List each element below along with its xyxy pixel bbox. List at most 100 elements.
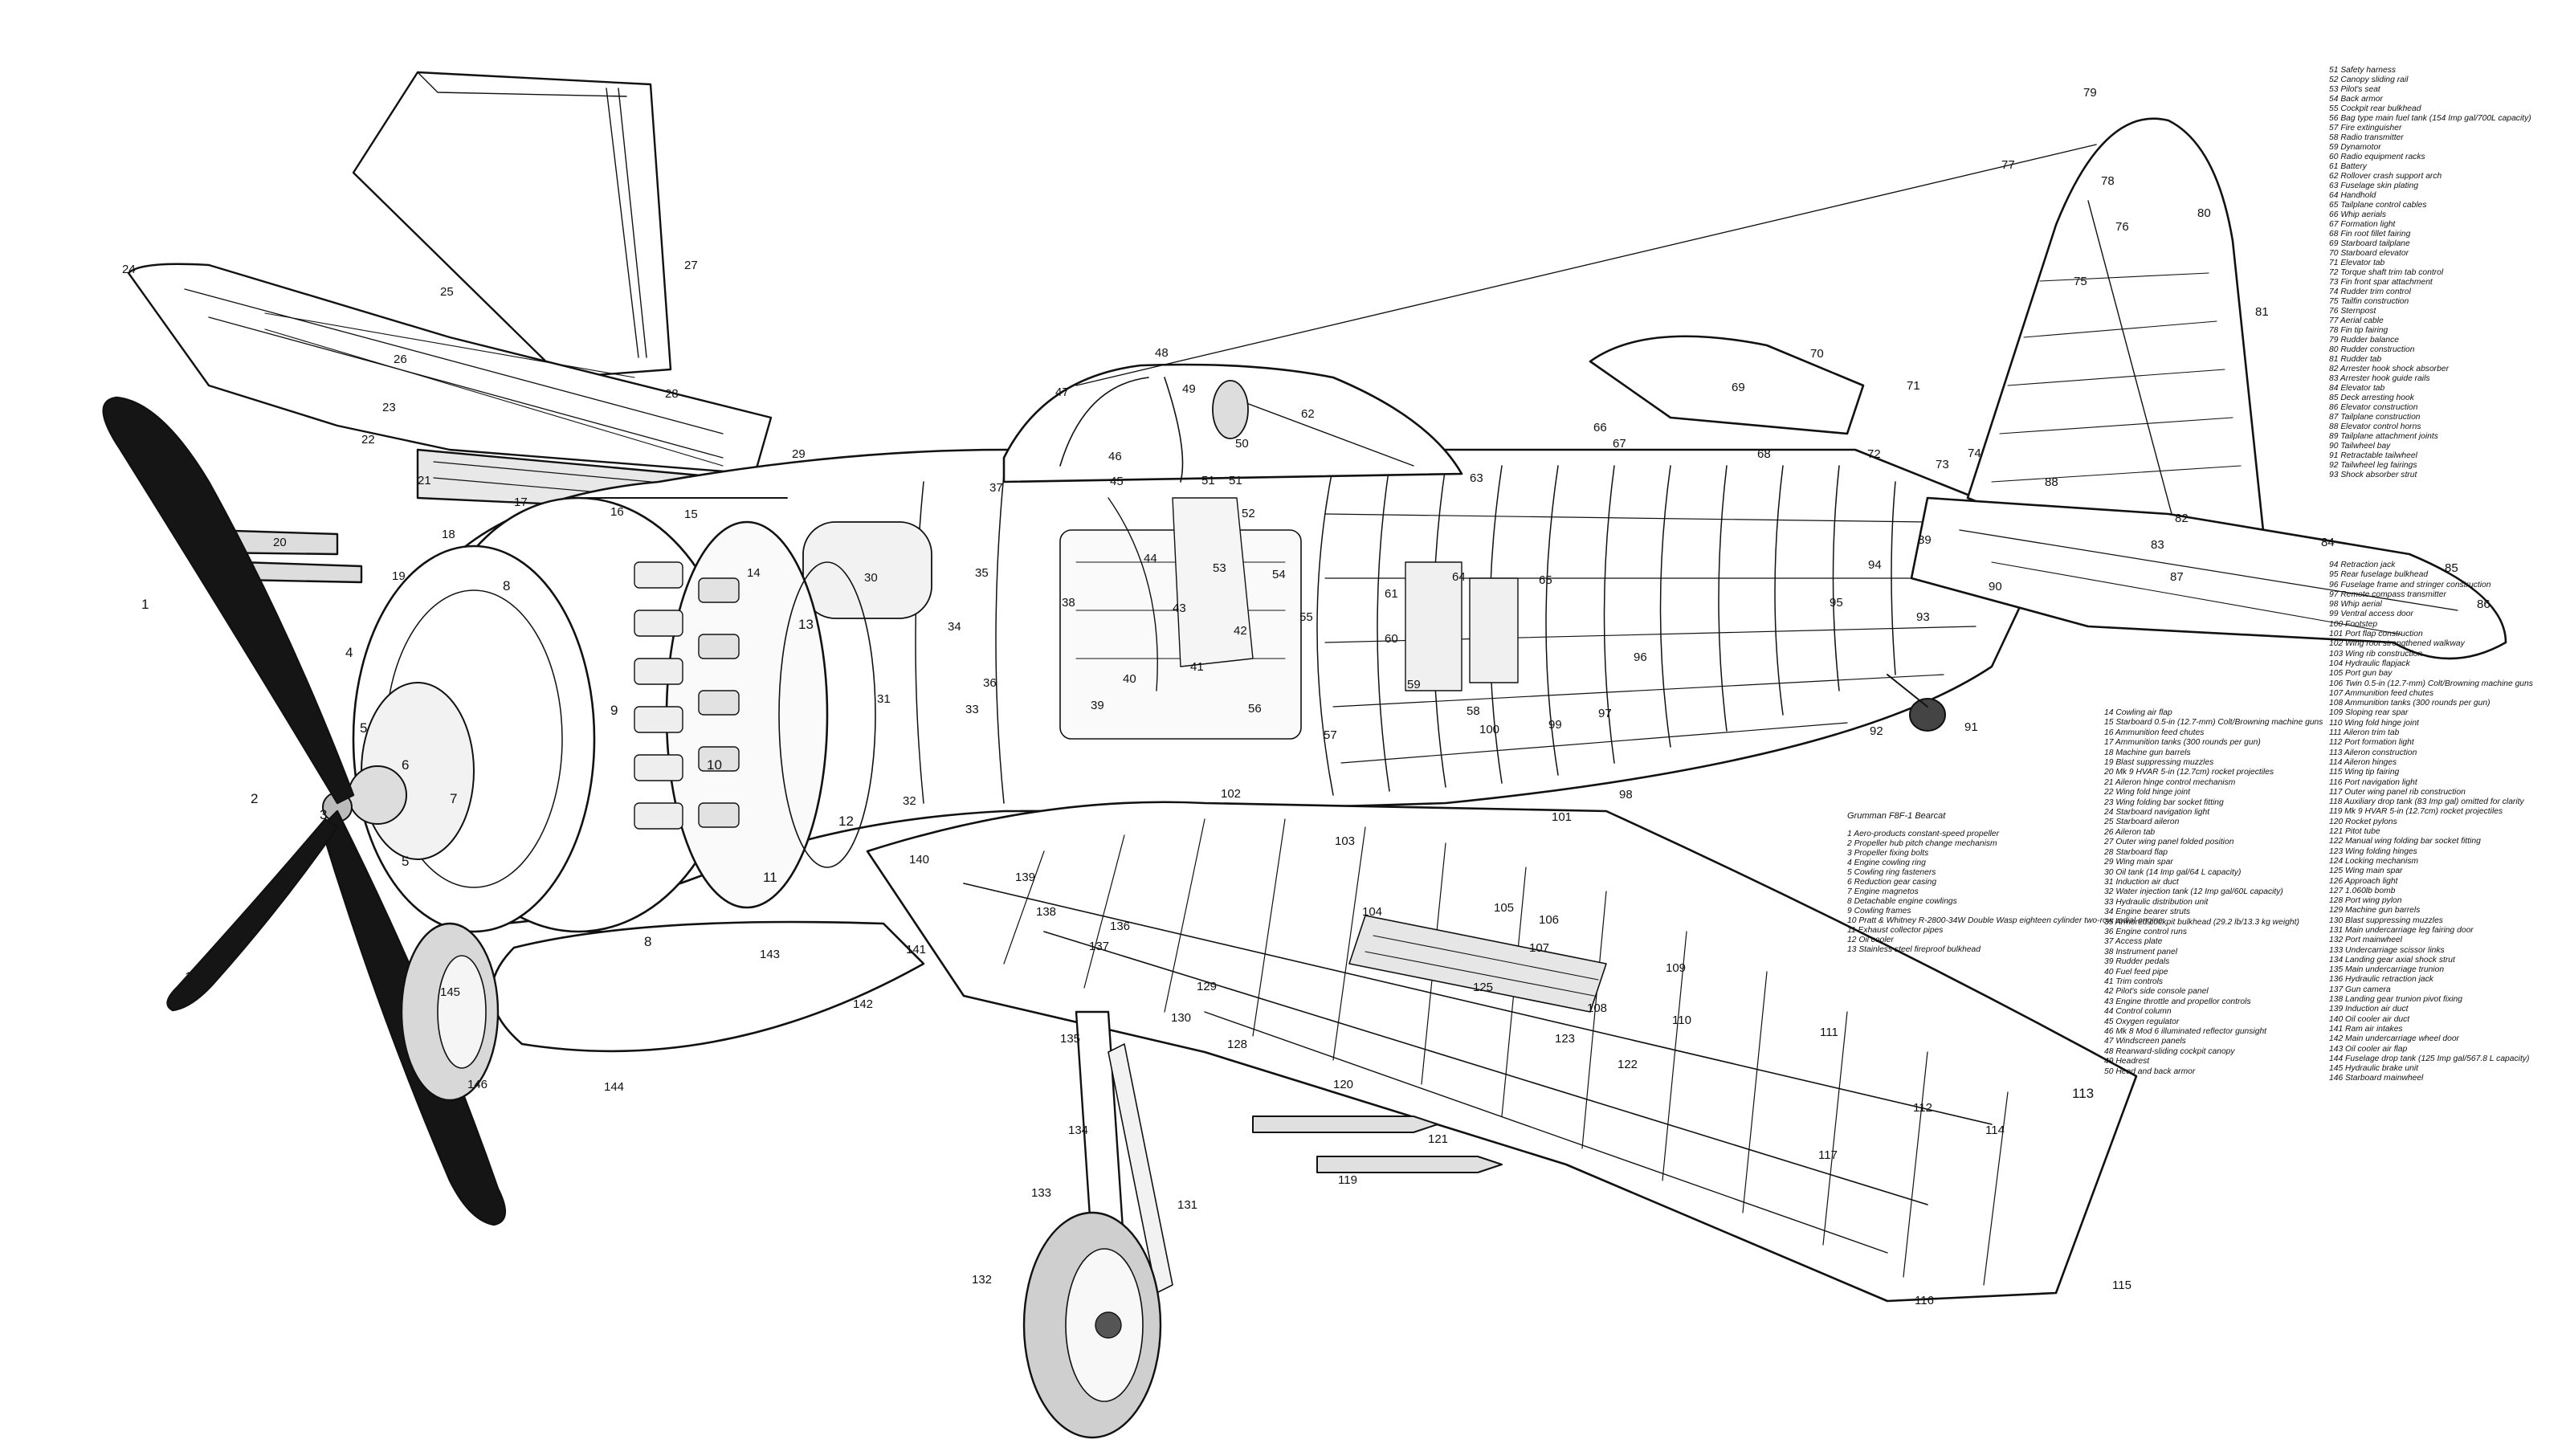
legend-item: 33 Hydraulic distribution unit xyxy=(2104,897,2209,907)
legend-item: 45 Oxygen regulator xyxy=(2104,1017,2180,1026)
callout-26: 26 xyxy=(394,353,407,366)
callout-143: 143 xyxy=(760,948,780,961)
callout-23: 23 xyxy=(382,401,396,414)
legend-item: 46 Mk 8 Mod 6 illuminated reflector guns… xyxy=(2104,1027,2267,1036)
legend-item: 36 Engine control runs xyxy=(2104,927,2188,936)
drop-tank xyxy=(491,920,925,1053)
legend-item: 86 Elevator construction xyxy=(2329,403,2418,412)
legend-item: 111 Aileron trim tab xyxy=(2329,728,2400,738)
legend-item: 109 Sloping rear spar xyxy=(2329,708,2409,718)
legend-item: 124 Locking mechanism xyxy=(2329,856,2419,866)
legend-item: 10 Pratt & Whitney R-2800-34W Double Was… xyxy=(1847,916,2164,925)
callout-130: 130 xyxy=(1171,1011,1191,1025)
legend-item: 63 Fuselage skin plating xyxy=(2329,181,2419,190)
starboard-mainwheel xyxy=(400,922,500,1102)
callout-17: 17 xyxy=(514,496,528,509)
callout-59: 59 xyxy=(1407,678,1421,691)
callout-125: 125 xyxy=(1473,981,1493,994)
legend-item: 87 Tailplane construction xyxy=(2329,413,2421,422)
callout-139: 139 xyxy=(1015,871,1035,884)
legend-item: 39 Rudder pedals xyxy=(2104,957,2170,967)
legend-item: 50 Head and back armor xyxy=(2104,1067,2196,1076)
legend-item: 115 Wing tip fairing xyxy=(2329,768,2400,777)
callout-94: 94 xyxy=(1868,558,1882,572)
callout-78: 78 xyxy=(2101,174,2115,188)
callout-134: 134 xyxy=(1068,1124,1088,1137)
callout-103: 103 xyxy=(1335,834,1355,848)
legend-item: 41 Trim controls xyxy=(2104,977,2164,986)
callout-117: 117 xyxy=(1818,1148,1838,1162)
legend-item: 108 Ammunition tanks (300 rounds per gun… xyxy=(2329,699,2490,708)
legend-item: 104 Hydraulic flapjack xyxy=(2329,659,2410,668)
callout-74: 74 xyxy=(1968,447,1981,460)
legend-item: 22 Wing fold hinge joint xyxy=(2104,788,2190,797)
legend-item: 27 Outer wing panel folded position xyxy=(2104,838,2234,847)
legend-item: 88 Elevator control horns xyxy=(2329,422,2421,431)
legend-item: 21 Aileron hinge control mechanism xyxy=(2104,777,2236,787)
callout-75: 75 xyxy=(2074,275,2087,288)
callout-131: 131 xyxy=(1177,1198,1197,1212)
callout-40: 40 xyxy=(1123,672,1136,686)
legend-item: 128 Port wing pylon xyxy=(2329,896,2402,906)
callout-39: 39 xyxy=(1091,699,1104,712)
legend-item: 19 Blast suppressing muzzles xyxy=(2104,758,2214,768)
callout-25: 25 xyxy=(440,285,454,299)
legend-item: 71 Elevator tab xyxy=(2329,259,2385,267)
callout-49: 49 xyxy=(1182,382,1196,396)
legend-item: 117 Outer wing panel rib construction xyxy=(2329,787,2466,797)
legend-item: 70 Starboard elevator xyxy=(2329,249,2409,258)
callout-22: 22 xyxy=(361,433,375,447)
callout-81: 81 xyxy=(2255,305,2269,319)
callout-36: 36 xyxy=(983,676,997,690)
legend-item: 103 Wing rib construction xyxy=(2329,649,2423,659)
callout-129: 129 xyxy=(1197,980,1217,993)
callout-69: 69 xyxy=(1732,381,1745,394)
legend-item: 58 Radio transmitter xyxy=(2329,133,2404,142)
callout-99: 99 xyxy=(1548,718,1562,732)
callout-35: 35 xyxy=(975,566,989,580)
callout-58: 58 xyxy=(1467,704,1480,718)
legend-item: 132 Port mainwheel xyxy=(2329,936,2403,945)
legend-item: 125 Wing main spar xyxy=(2329,867,2403,876)
callout-85: 85 xyxy=(2445,561,2458,575)
callout-labels: 1 1 2 3 4 5 5 6 7 8 8 9 10 11 12 13 14 1… xyxy=(122,86,2490,1307)
legend-item: 130 Blast suppressing muzzles xyxy=(2329,916,2443,925)
legend-item: 140 Oil cooler air duct xyxy=(2329,1014,2410,1024)
legend-item: 6 Reduction gear casing xyxy=(1847,878,1937,887)
callout-86: 86 xyxy=(2477,597,2490,611)
callout-27: 27 xyxy=(684,259,698,272)
legend-item: 29 Wing main spar xyxy=(2104,858,2173,867)
callout-8b: 8 xyxy=(644,934,651,949)
legend-item: 9 Cowling frames xyxy=(1847,907,1911,916)
legend-item: 142 Main undercarriage wheel door xyxy=(2329,1034,2459,1044)
callout-19: 19 xyxy=(392,569,406,583)
legend-item: 90 Tailwheel bay xyxy=(2329,442,2391,451)
callout-79: 79 xyxy=(2083,86,2097,100)
legend-item: 126 Approach light xyxy=(2329,876,2398,886)
callout-50: 50 xyxy=(1235,437,1249,451)
legend-item: 120 Rocket pylons xyxy=(2329,817,2397,826)
legend-item: 121 Pitot tube xyxy=(2329,827,2380,837)
legend-item: 40 Fuel feed pipe xyxy=(2104,967,2168,977)
legend-item: 97 Remote compass transmitter xyxy=(2329,589,2446,599)
legend-item: 131 Main undercarriage leg fairing door xyxy=(2329,925,2474,935)
callout-133: 133 xyxy=(1031,1186,1051,1200)
callout-96: 96 xyxy=(1634,651,1647,664)
callout-38: 38 xyxy=(1062,596,1075,610)
callout-43: 43 xyxy=(1173,602,1186,615)
legend-item: 60 Radio equipment racks xyxy=(2329,153,2425,161)
legend-item: 78 Fin tip fairing xyxy=(2329,326,2388,335)
legend-item: 101 Port flap construction xyxy=(2329,630,2423,639)
callout-80: 80 xyxy=(2197,206,2211,220)
callout-106: 106 xyxy=(1539,913,1559,927)
legend-item: 23 Wing folding bar socket fitting xyxy=(2104,797,2224,807)
legend-item: 51 Safety harness xyxy=(2329,66,2396,75)
legend-item: 42 Pilot's side console panel xyxy=(2104,987,2209,997)
legend-item: 32 Water injection tank (12 Imp gal/60L … xyxy=(2104,887,2283,897)
callout-5a: 5 xyxy=(360,720,367,736)
callout-10: 10 xyxy=(707,757,722,773)
legend-items-1-13: 1 Aero-products constant-speed propeller… xyxy=(1847,830,2163,955)
legend-item: 26 Aileron tab xyxy=(2104,827,2156,837)
legend-item: 31 Induction air duct xyxy=(2104,877,2179,887)
